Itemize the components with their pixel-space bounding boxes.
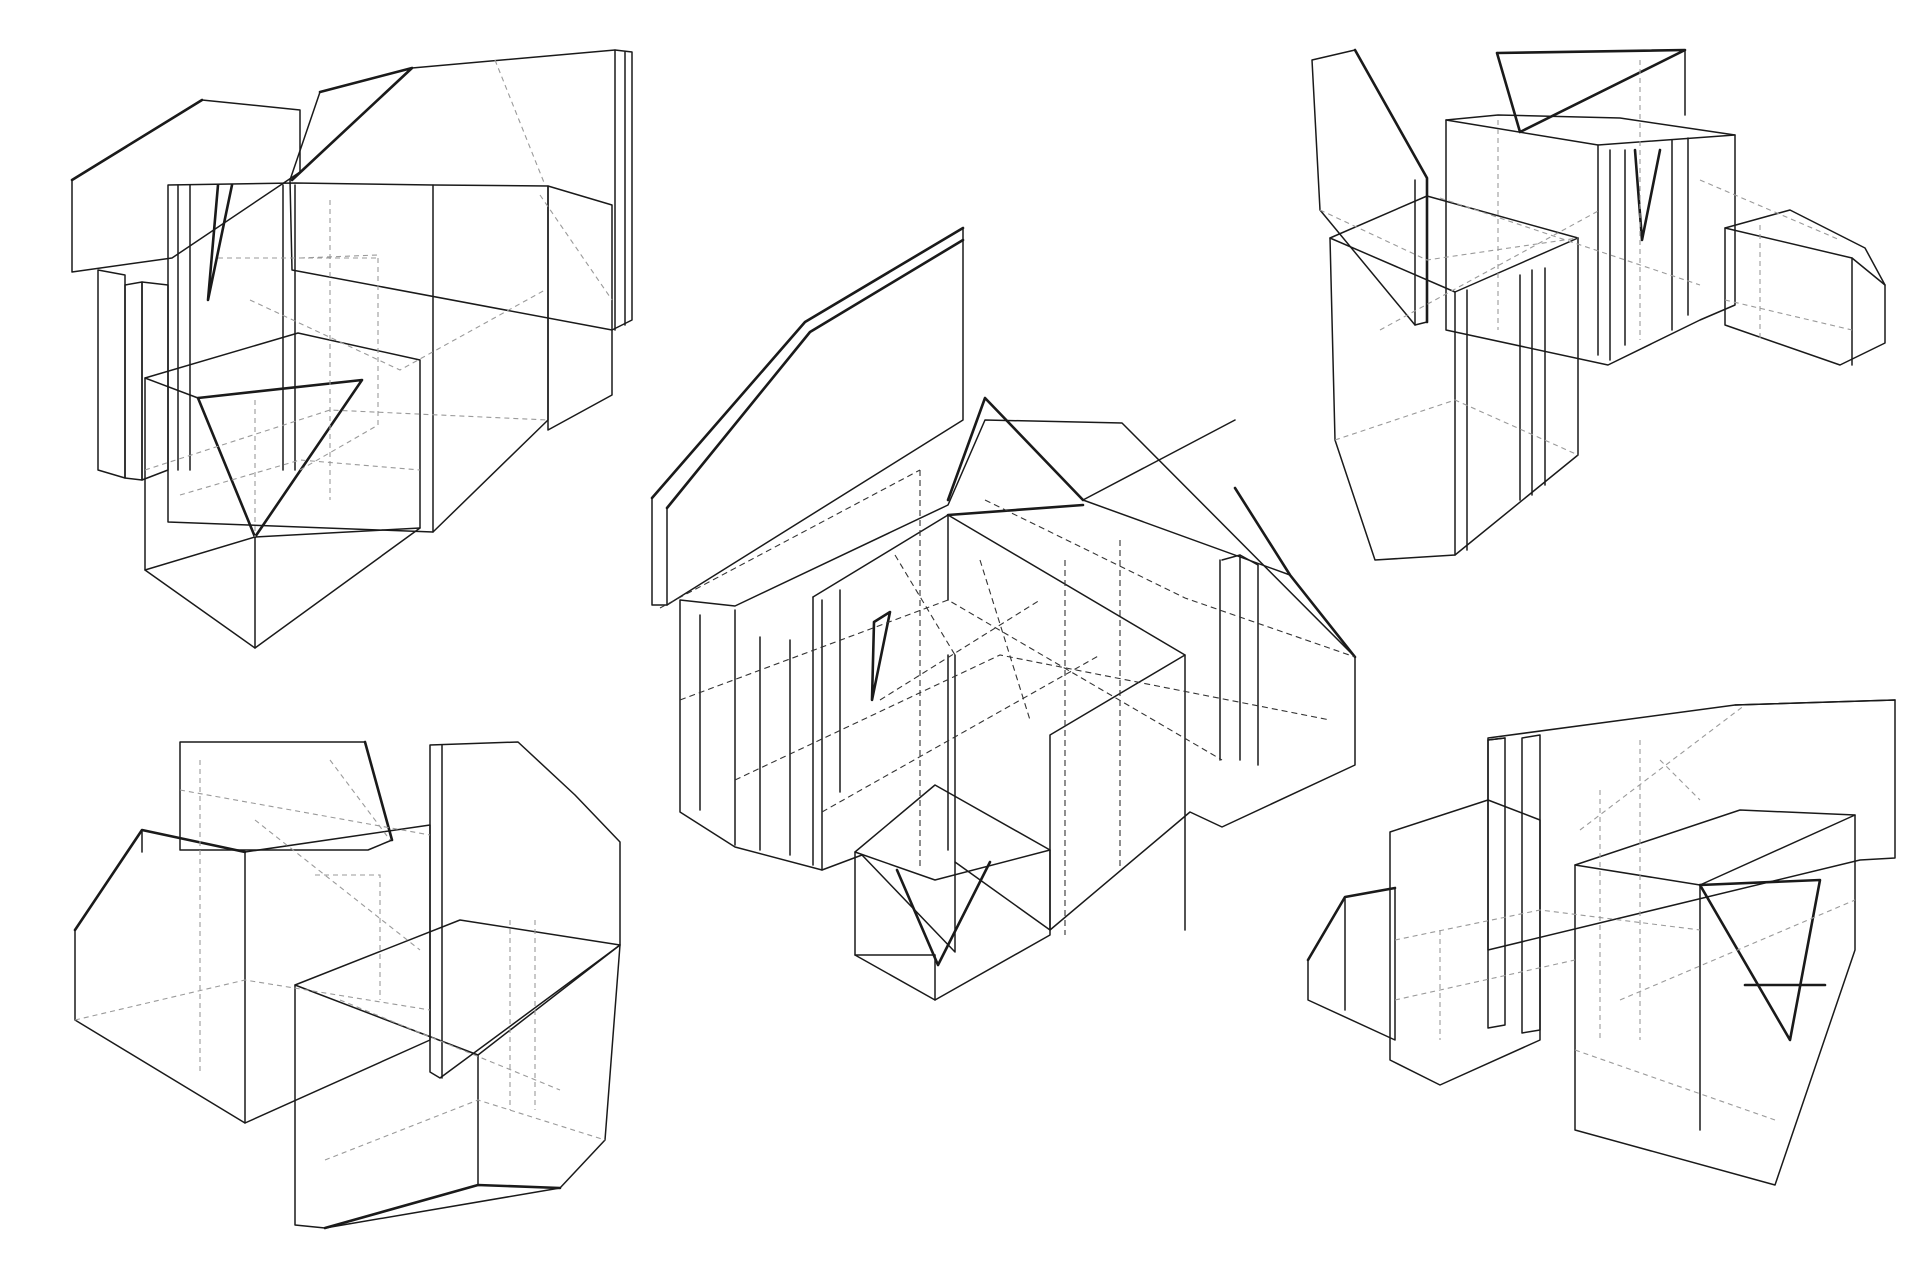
front-block — [1574, 809, 1856, 1186]
slanted-slab — [1311, 49, 1428, 326]
left-low-block — [1307, 887, 1396, 1041]
side-small-block — [1724, 209, 1886, 366]
view-top-right — [1311, 48, 1886, 561]
central-block — [167, 182, 549, 533]
view-bottom-right — [1306, 699, 1896, 1186]
slab-wall — [651, 227, 964, 606]
view-top-left — [70, 49, 633, 649]
roof-plane-rear — [289, 49, 633, 331]
left-low-block — [74, 824, 431, 1124]
view-bottom-left — [73, 740, 621, 1230]
middle-block — [1389, 799, 1541, 1086]
view-center — [650, 226, 1357, 1001]
roof-plane-left — [71, 99, 301, 273]
front-block — [294, 919, 621, 1229]
main-body — [679, 419, 1356, 953]
front-tall-block — [1329, 195, 1579, 561]
front-small-block — [854, 784, 1051, 1001]
right-tall-slab — [429, 741, 621, 1079]
rear-block — [1445, 114, 1736, 366]
rear-roof-plane — [179, 741, 393, 851]
